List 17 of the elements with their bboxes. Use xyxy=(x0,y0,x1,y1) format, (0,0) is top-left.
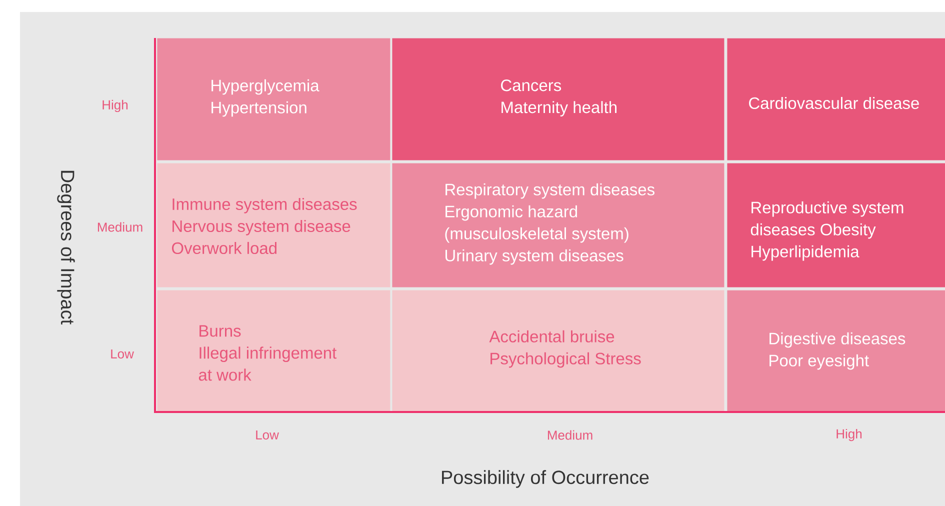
axis-tick-label: High xyxy=(836,428,862,442)
axis-tick-label: Medium xyxy=(548,430,592,440)
matrix-cell: Accidental bruise Psychological Stress xyxy=(392,290,724,412)
axis-title: Degrees of Impact xyxy=(57,170,75,324)
axis-tick-label: High xyxy=(102,100,128,112)
matrix-cell: Reproductive system diseases Obesity Hyperlipidemia xyxy=(727,163,945,288)
matrix-cell: Hyperglycemia Hypertension xyxy=(157,38,390,160)
matrix-cell: Immune system diseases Nervous system disease Overwork load xyxy=(157,163,390,288)
matrix-cell: Burns Illegal infringement at work xyxy=(157,290,390,412)
matrix-cell: Cardiovascular disease xyxy=(727,38,945,160)
axis-tick-label: Low xyxy=(256,430,279,440)
matrix-cell: Digestive diseases Poor eyesight xyxy=(727,290,945,412)
axis-title: Possibility of Occurrence xyxy=(442,470,649,488)
axis-tick-label: Low xyxy=(111,349,134,359)
axis-tick-label: Medium xyxy=(98,222,142,232)
matrix-cell: Respiratory system diseases Ergonomic hazard (musculoskeletal system) Urinary system diseases xyxy=(392,163,724,288)
matrix-cell: Cancers Maternity health xyxy=(392,38,724,160)
